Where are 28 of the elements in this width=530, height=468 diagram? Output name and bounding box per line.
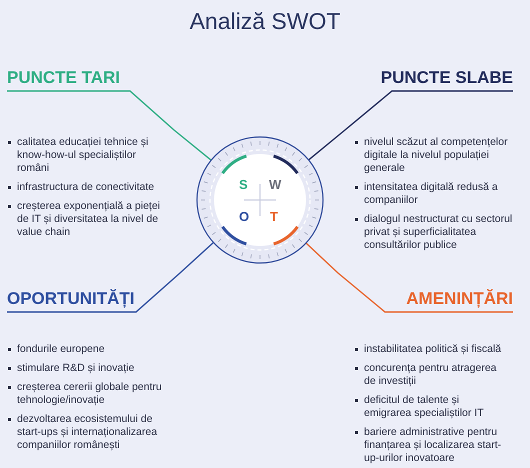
bullet-item: nivelul scăzut al competențelor digitale la nivelul populației generale (355, 136, 520, 175)
bullet-item: stimulare R&D și inovație (8, 362, 173, 375)
quadrant-letter: O (239, 210, 250, 224)
title: Analiză SWOT (188, 8, 342, 35)
connector-line (7, 90, 212, 161)
bullet-item: infrastructura de conectivitate (8, 181, 168, 194)
bullet-item: fondurile europene (8, 343, 173, 356)
section-heading: AMENINȚĂRI (378, 285, 513, 312)
bullet-item: creșterea cererii globale pentru tehnologie/inovație (8, 381, 173, 407)
connector-line (306, 242, 513, 313)
bullet-item: concurența pentru atragerea de investiții (355, 362, 505, 388)
bullet-item: intensitatea digitală redusă a companiilor (355, 181, 520, 207)
bullet-item: bariere administrative pentru finanțarea și localizarea start-up-urilor inovatoare (355, 426, 505, 465)
bullet-item: instabilitatea politică și fiscală (355, 343, 505, 356)
bullet-item: deficitul de talente și emigrarea specialiștilor IT (355, 394, 505, 420)
bullet-item: dezvoltarea ecosistemului de start-ups și internaționalizarea companiilor românești (8, 413, 173, 452)
section-heading: PUNCTE TARI (7, 64, 137, 91)
bullet-item: calitatea educației tehnice și know-how-ul specialiștilor români (8, 136, 168, 175)
bullet-item: creșterea exponențială a pieței de IT și diversitatea la nivel de value chain (8, 200, 168, 239)
section-heading: PUNCTE SLABE (373, 64, 513, 91)
swot-dial (195, 135, 325, 265)
connector-line (308, 90, 513, 160)
connector-line (7, 242, 214, 313)
quadrant-letter: S (239, 178, 248, 192)
section-heading: OPORTUNITĂȚI (7, 285, 147, 312)
quadrant-letter: W (269, 178, 282, 192)
quadrant-letter: T (270, 210, 278, 224)
bullet-item: dialogul nestructurat cu sectorul privat și superficialitatea consultărilor publice (355, 213, 520, 252)
